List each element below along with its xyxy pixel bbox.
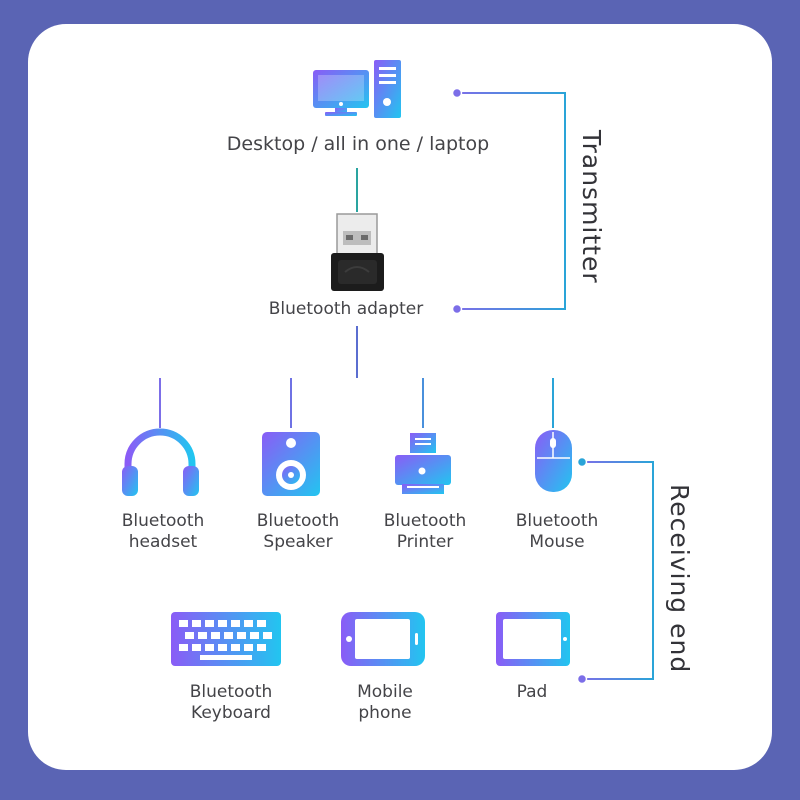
speaker-icon <box>262 432 320 496</box>
mouse-icon <box>535 430 572 492</box>
connector-dots <box>451 87 588 685</box>
device-label-mobile-phone: Mobile phone <box>330 682 440 724</box>
adapter-label: Bluetooth adapter <box>268 299 424 319</box>
device-label-line1: Mobile <box>357 682 413 702</box>
device-label-mouse: Bluetooth Mouse <box>507 511 607 553</box>
device-label-line2: headset <box>128 532 198 552</box>
device-label-line2: Printer <box>396 532 454 552</box>
tablet-icon <box>496 612 570 666</box>
device-label-line1: Bluetooth <box>515 511 599 531</box>
device-label-line2: Mouse <box>529 532 585 552</box>
usb-bluetooth-adapter-icon <box>331 213 384 291</box>
device-label-line1: Bluetooth <box>256 511 340 531</box>
device-label-line1: Bluetooth <box>189 682 273 702</box>
computer-label: Desktop / all in one / laptop <box>226 133 490 155</box>
device-label-line1: Pad <box>516 682 548 702</box>
device-label-keyboard: Bluetooth Keyboard <box>176 682 286 724</box>
device-label-pad: Pad <box>482 682 582 703</box>
device-label-line2: Keyboard <box>191 703 271 723</box>
device-label-headset: Bluetooth headset <box>113 511 213 553</box>
receiving-end-label: Receiving end <box>665 484 694 674</box>
printer-icon <box>395 433 451 494</box>
device-label-line1: Bluetooth <box>121 511 205 531</box>
device-label-printer: Bluetooth Printer <box>375 511 475 553</box>
connector-lines <box>159 92 654 680</box>
desktop-computer-icon <box>313 60 401 118</box>
device-label-speaker: Bluetooth Speaker <box>248 511 348 553</box>
headset-icon <box>122 428 199 500</box>
device-label-line2: Speaker <box>263 532 333 552</box>
mobile-phone-icon <box>341 612 425 666</box>
device-label-line2: phone <box>358 703 412 723</box>
transmitter-label: Transmitter <box>577 130 606 284</box>
device-label-line1: Bluetooth <box>383 511 467 531</box>
keyboard-icon <box>171 612 281 666</box>
